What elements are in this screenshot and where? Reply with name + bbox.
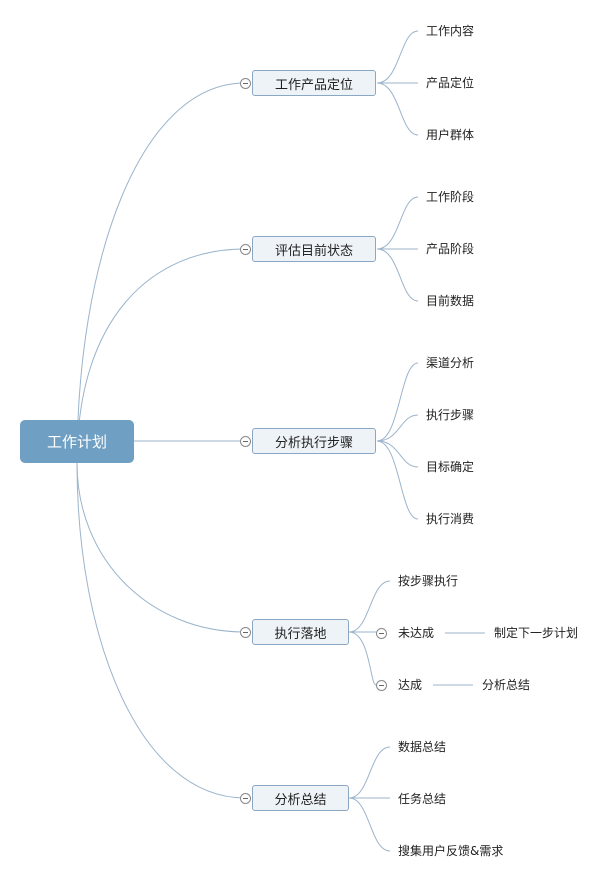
leaf-node[interactable]: 工作内容	[426, 24, 475, 38]
link-root-b5	[76, 462, 246, 799]
collapse-toggle-b2[interactable]	[240, 244, 251, 255]
collapse-toggle-unachieved[interactable]	[376, 628, 387, 639]
branch-node-4[interactable]: 执行落地	[252, 619, 349, 645]
leaf-node[interactable]: 未达成	[398, 626, 435, 640]
leaf-node[interactable]: 产品阶段	[426, 242, 475, 256]
leaf-node[interactable]: 任务总结	[398, 792, 447, 806]
link-root-b2	[76, 248, 246, 464]
leaf-node[interactable]: 执行步骤	[426, 408, 475, 422]
collapse-toggle-b4[interactable]	[240, 627, 251, 638]
leaf-node[interactable]: 搜集用户反馈&需求	[398, 844, 504, 858]
collapse-toggle-achieved[interactable]	[376, 680, 387, 691]
leaf-node[interactable]: 用户群体	[426, 128, 475, 142]
link-root-b1	[76, 82, 246, 464]
leaf-node[interactable]: 目前数据	[426, 294, 475, 308]
leaf-node[interactable]: 制定下一步计划	[494, 626, 579, 640]
leaf-node[interactable]: 渠道分析	[426, 356, 475, 370]
branch-node-3[interactable]: 分析执行步骤	[252, 428, 376, 454]
leaf-node[interactable]: 工作阶段	[426, 190, 475, 204]
leaf-node[interactable]: 按步骤执行	[398, 574, 459, 588]
leaf-node[interactable]: 分析总结	[482, 678, 531, 692]
leaf-node[interactable]: 执行消费	[426, 512, 475, 526]
leaf-node[interactable]: 达成	[398, 678, 423, 692]
branch-node-5[interactable]: 分析总结	[252, 785, 349, 811]
collapse-toggle-b3[interactable]	[240, 436, 251, 447]
branch-node-1[interactable]: 工作产品定位	[252, 70, 376, 96]
link-root-b4	[76, 462, 246, 633]
root-node[interactable]: 工作计划	[20, 420, 134, 463]
leaf-node[interactable]: 数据总结	[398, 740, 447, 754]
collapse-toggle-b5[interactable]	[240, 793, 251, 804]
collapse-toggle-b1[interactable]	[240, 78, 251, 89]
leaf-node[interactable]: 目标确定	[426, 460, 475, 474]
leaf-node[interactable]: 产品定位	[426, 76, 475, 90]
branch-node-2[interactable]: 评估目前状态	[252, 236, 376, 262]
